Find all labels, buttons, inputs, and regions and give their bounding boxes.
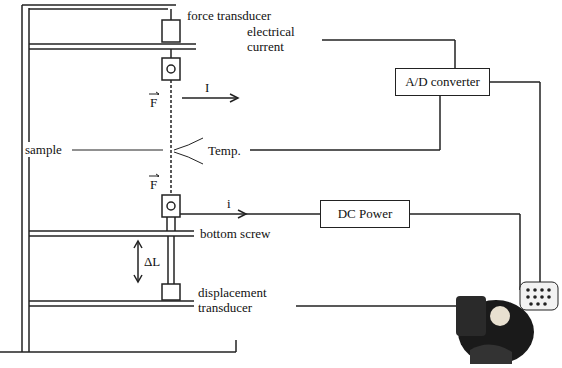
part-label: force transducer (186, 8, 298, 23)
part-label: bottom screw (199, 226, 271, 241)
force-symbol: F (149, 95, 158, 110)
dimension-label: ΔL (143, 254, 161, 269)
signal-label: electrical current (246, 24, 322, 54)
current-symbol: I (204, 80, 210, 95)
computer-icon (456, 282, 558, 364)
current-symbol: i (226, 196, 232, 211)
converter-box: A/D converter (395, 68, 490, 96)
signal-label: Temp. (207, 143, 242, 158)
force-symbol: F (149, 177, 158, 192)
part-label: displacement transducer (197, 285, 295, 315)
box-text: A/D converter (399, 74, 486, 90)
power-box: DC Power (320, 200, 410, 228)
part-label: sample (24, 142, 63, 157)
box-text: DC Power (332, 206, 399, 222)
